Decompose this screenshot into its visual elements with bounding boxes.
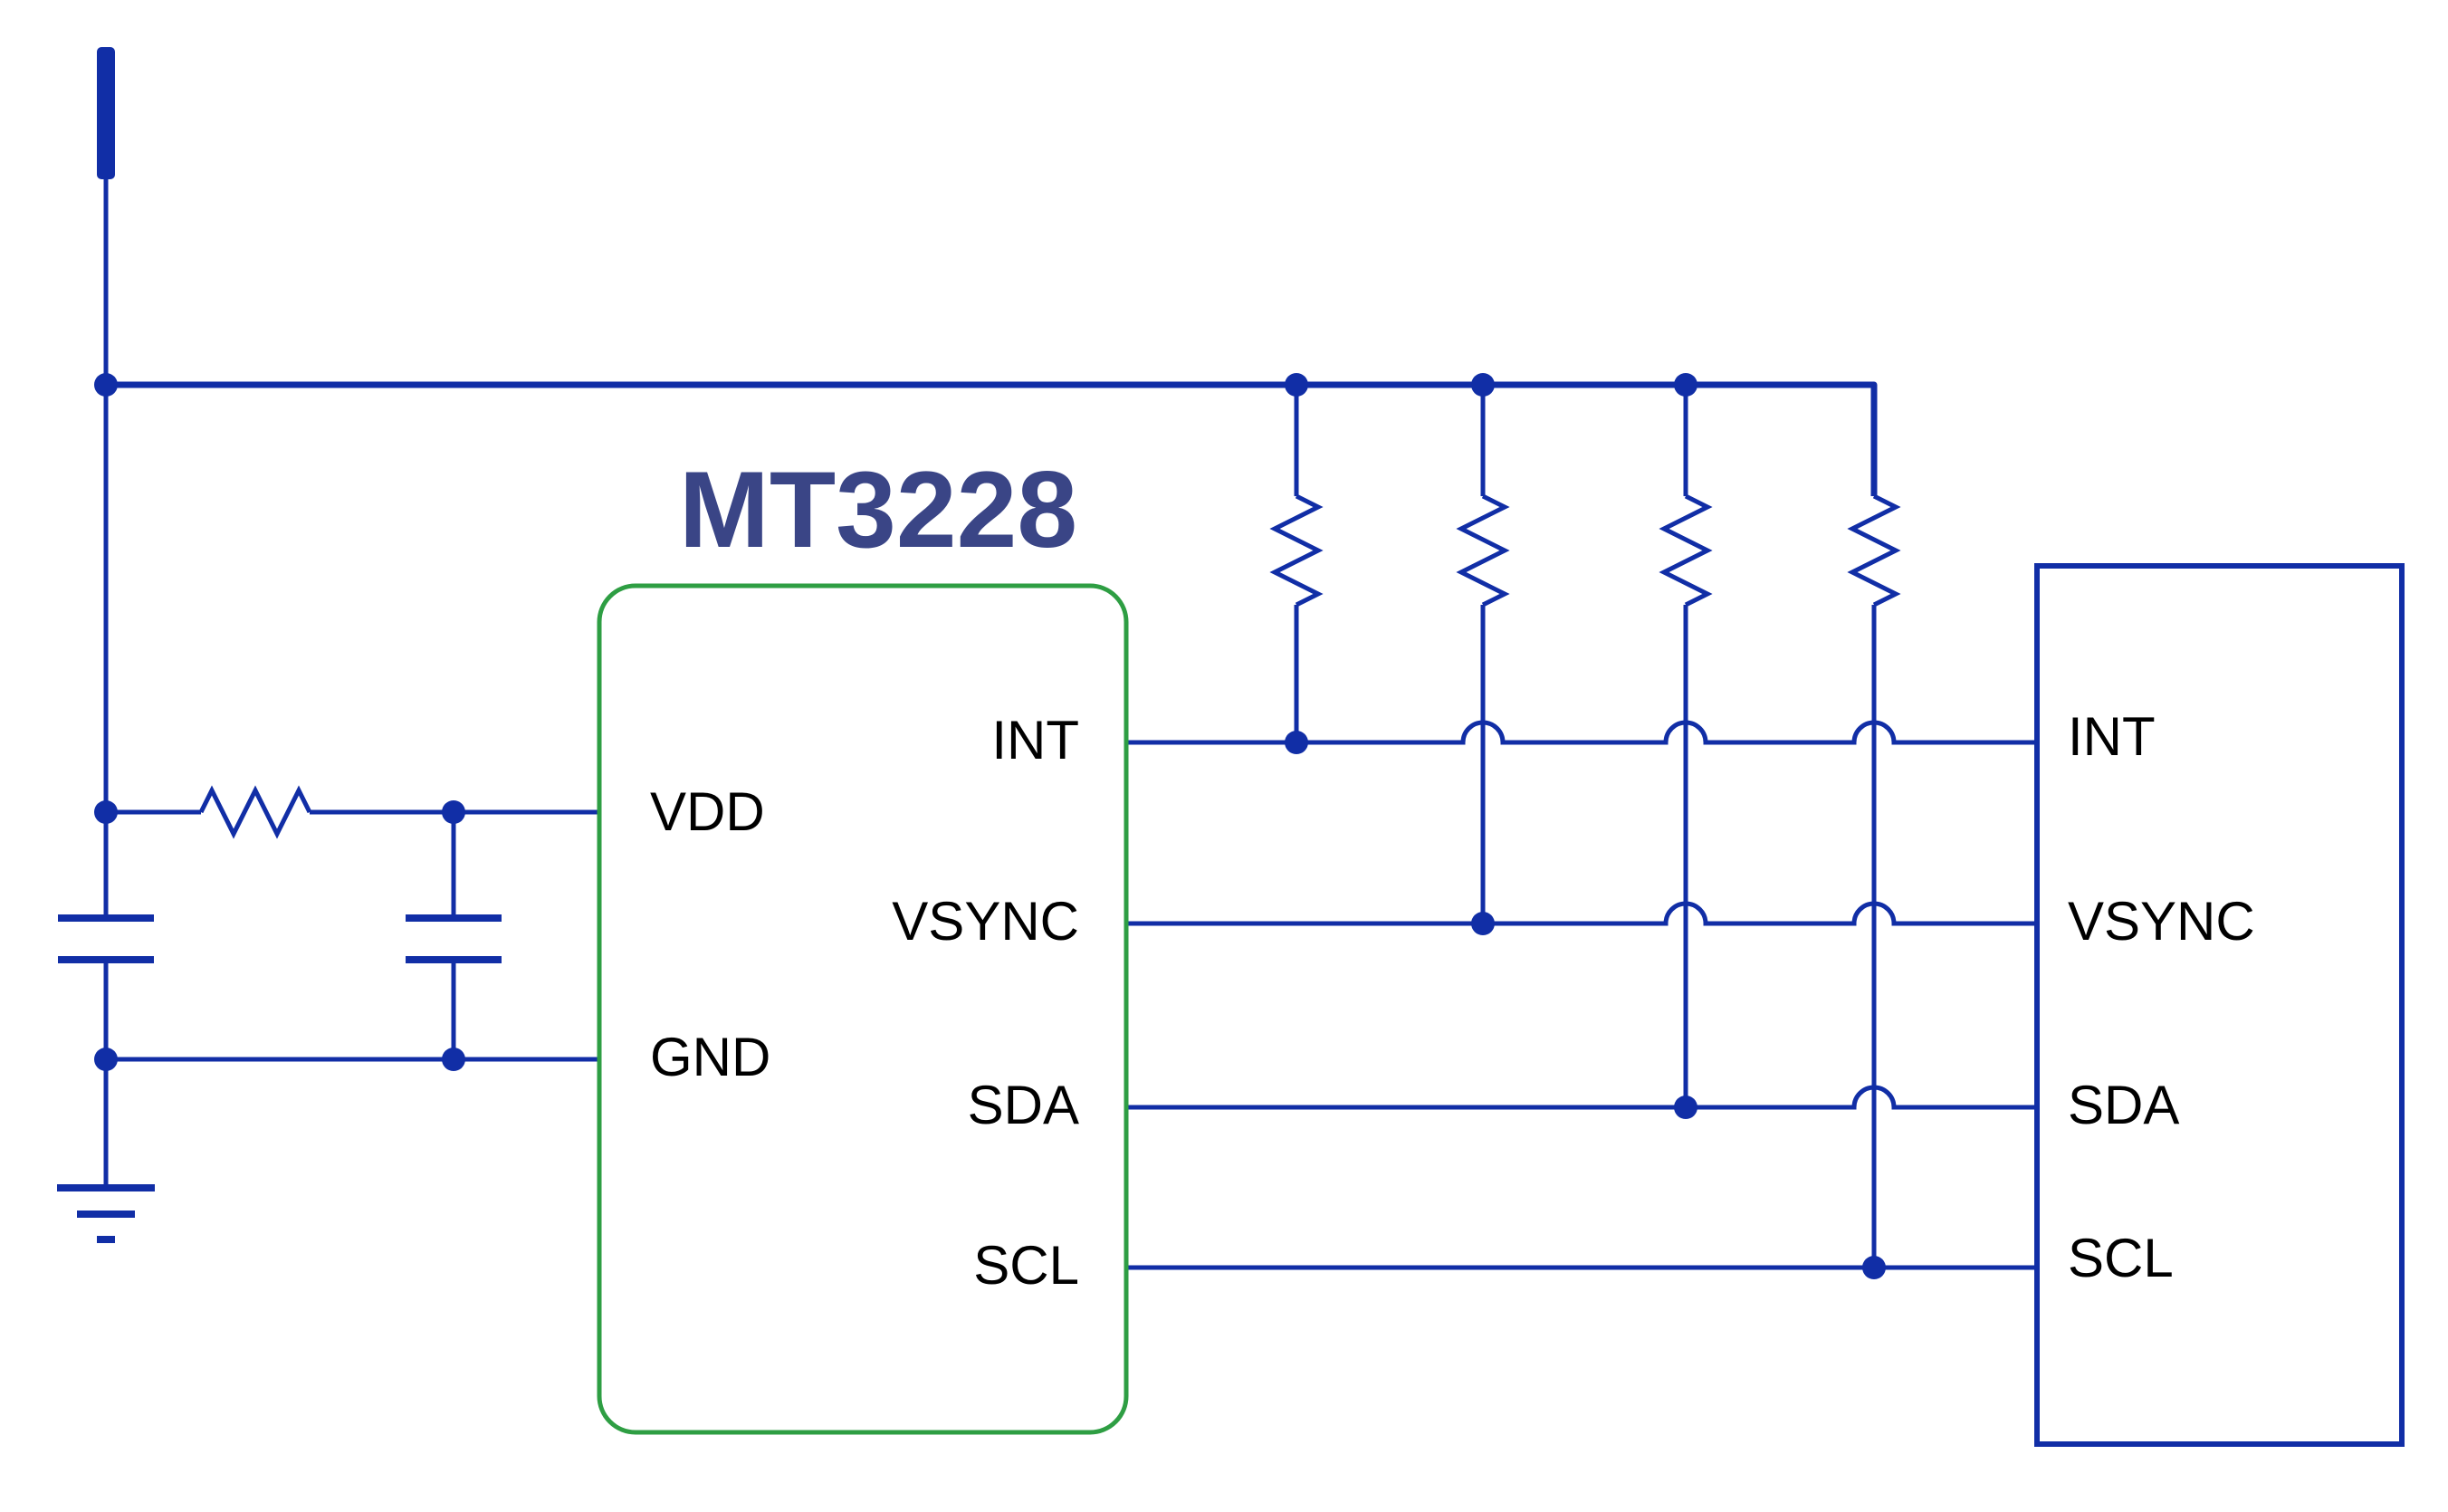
junction-dot <box>442 1048 465 1071</box>
junction-dot <box>442 800 465 824</box>
junction-dots <box>94 373 1886 1279</box>
pullup-resistor-4 <box>1847 493 1901 1268</box>
chip-body-box <box>597 583 1129 1435</box>
host-pin-sda: SDA <box>2068 1075 2179 1135</box>
decoupling-capacitor-2 <box>406 812 502 1059</box>
junction-dot <box>1285 373 1308 397</box>
junction-dot <box>1862 1256 1886 1279</box>
resistor-zigzag <box>1456 493 1510 608</box>
chip-pin-vdd: VDD <box>650 781 765 842</box>
resistor-zigzag <box>1659 493 1713 608</box>
wire-int <box>1126 720 2037 745</box>
chip-pin-vsync: VSYNC <box>892 891 1079 952</box>
junction-dot <box>1285 731 1308 754</box>
junction-dot <box>1674 373 1697 397</box>
pullup-resistor-3 <box>1659 385 1713 1107</box>
chip-pin-scl: SCL <box>973 1235 1079 1296</box>
ground-symbol <box>57 1059 155 1243</box>
resistor-zigzag <box>1269 493 1324 608</box>
host-body-box <box>2034 563 2405 1447</box>
junction-dot <box>94 373 118 397</box>
junction-dot <box>94 1048 118 1071</box>
junction-dot <box>1471 912 1495 935</box>
series-resistor-zigzag <box>198 785 312 839</box>
wire-vsync <box>1126 901 2037 926</box>
decoupling-capacitor-1 <box>58 812 154 1059</box>
chip-pin-sda: SDA <box>968 1075 1079 1135</box>
power-source-bar <box>97 47 115 179</box>
chip-pin-int: INT <box>991 710 1079 770</box>
host-pin-scl: SCL <box>2068 1228 2174 1288</box>
host-pin-vsync: VSYNC <box>2068 891 2255 952</box>
host-pin-int: INT <box>2068 706 2156 767</box>
power-rail-wire <box>106 381 1878 496</box>
pullup-resistor-1 <box>1269 385 1324 742</box>
vdd-branch <box>103 385 599 839</box>
junction-dot <box>94 800 118 824</box>
pullup-resistor-2 <box>1456 385 1510 923</box>
resistor-zigzag <box>1847 493 1901 608</box>
chip-title: MT3228 <box>679 449 1077 570</box>
chip-pin-gnd: GND <box>650 1027 770 1087</box>
junction-dot <box>1471 373 1495 397</box>
junction-dot <box>1674 1096 1697 1119</box>
wire-sda <box>1126 1085 2037 1110</box>
